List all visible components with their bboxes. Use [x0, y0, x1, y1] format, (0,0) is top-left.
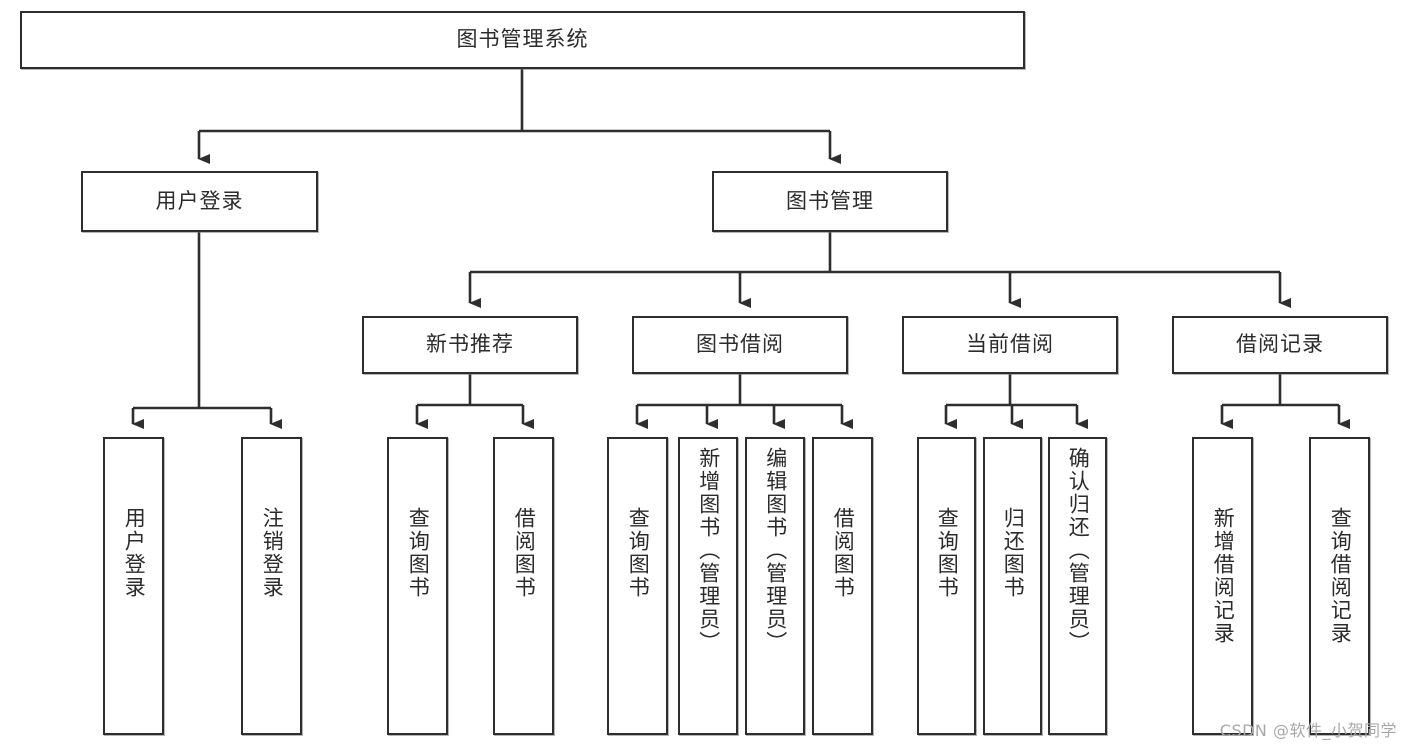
node-label: 新增借阅记录 — [1211, 507, 1236, 645]
node-label: 借阅图书 — [831, 507, 856, 599]
leaf-current-borrow-confirm-return-admin[interactable]: 确认归还（管理员） — [1048, 437, 1107, 735]
node-label: 归还图书 — [1001, 507, 1026, 599]
leaf-book-borrow-query-book[interactable]: 查询图书 — [607, 437, 668, 735]
node-label: 新书推荐 — [426, 332, 514, 357]
node-label: 借阅图书 — [512, 507, 537, 599]
leaf-user-login-logout[interactable]: 注销登录 — [241, 437, 302, 735]
node-label: 注销登录 — [260, 507, 285, 599]
node-book-borrow[interactable]: 图书借阅 — [632, 316, 848, 374]
leaf-new-book-borrow-book[interactable]: 借阅图书 — [493, 437, 554, 735]
node-label: 图书管理系统 — [456, 27, 589, 52]
leaf-borrow-record-add-record[interactable]: 新增借阅记录 — [1192, 437, 1253, 735]
node-label: 图书借阅 — [696, 332, 784, 357]
node-label: 查询图书 — [406, 507, 431, 599]
node-label: 查询图书 — [935, 507, 960, 599]
node-label: 图书管理 — [786, 188, 874, 213]
leaf-new-book-query-book[interactable]: 查询图书 — [387, 437, 448, 735]
node-label: 查询图书 — [626, 507, 651, 599]
leaf-book-borrow-add-book-admin[interactable]: 新增图书（管理员） — [678, 437, 738, 735]
leaf-book-borrow-borrow-book[interactable]: 借阅图书 — [812, 437, 873, 735]
leaf-current-borrow-query-book[interactable]: 查询图书 — [917, 437, 976, 735]
node-label: 用户登录 — [155, 188, 244, 213]
csdn-watermark: CSDN @软件_小贺同学 — [1219, 721, 1397, 740]
node-label: 编辑图书（管理员） — [763, 447, 788, 654]
leaf-current-borrow-return-book[interactable]: 归还图书 — [983, 437, 1042, 735]
leaf-user-login-login[interactable]: 用户登录 — [103, 437, 164, 735]
node-label: 查询借阅记录 — [1328, 507, 1353, 645]
node-new-book-recommend[interactable]: 新书推荐 — [362, 316, 578, 374]
node-label: 借阅记录 — [1236, 332, 1324, 357]
node-user-login[interactable]: 用户登录 — [81, 171, 318, 232]
node-current-borrow[interactable]: 当前借阅 — [902, 316, 1118, 374]
leaf-book-borrow-edit-book-admin[interactable]: 编辑图书（管理员） — [745, 437, 805, 735]
node-label: 用户登录 — [122, 507, 147, 599]
node-label: 新增图书（管理员） — [696, 447, 721, 654]
leaf-borrow-record-query-record[interactable]: 查询借阅记录 — [1309, 437, 1370, 735]
node-borrow-record[interactable]: 借阅记录 — [1172, 316, 1388, 374]
node-label: 确认归还（管理员） — [1066, 447, 1091, 654]
node-root-book-management-system[interactable]: 图书管理系统 — [20, 11, 1025, 69]
node-book-management[interactable]: 图书管理 — [712, 171, 948, 232]
node-label: 当前借阅 — [966, 332, 1054, 357]
